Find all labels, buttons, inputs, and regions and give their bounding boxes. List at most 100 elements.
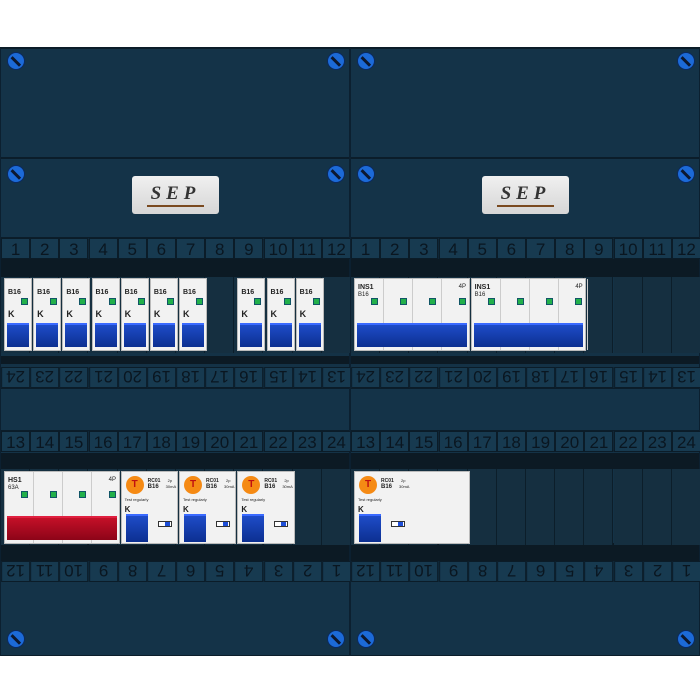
pole-module <box>384 279 414 350</box>
status-indicator <box>108 491 116 498</box>
slot-number: 15 <box>613 367 643 388</box>
device-name: INS1 <box>474 284 491 291</box>
din-rail <box>351 543 699 561</box>
breaker-toggle[interactable] <box>357 323 467 347</box>
test-button[interactable]: T <box>125 476 144 494</box>
slot-number: 8 <box>205 238 235 259</box>
rating-label: 63A <box>8 485 19 491</box>
logo-text: SEP <box>146 183 205 207</box>
slot-number: 1 <box>321 561 351 582</box>
slot-number: 19 <box>526 431 556 452</box>
rating-label: B16 <box>37 289 50 296</box>
slot-number: 20 <box>555 431 585 452</box>
screw-icon[interactable] <box>357 165 375 183</box>
device-name: RC01 <box>381 478 394 484</box>
slot-number: 7 <box>146 561 176 582</box>
trip-switch[interactable] <box>216 521 230 527</box>
test-button[interactable]: T <box>242 476 261 494</box>
slot-number: 21 <box>438 367 468 388</box>
breaker-toggle[interactable] <box>473 323 584 347</box>
slot-number: 18 <box>146 431 176 452</box>
brand-mark: K <box>299 309 307 319</box>
slot-number: 3 <box>409 238 439 259</box>
breaker-toggle[interactable] <box>152 323 175 347</box>
screw-icon[interactable] <box>357 52 375 70</box>
screw-icon[interactable] <box>677 630 695 648</box>
breaker-toggle[interactable] <box>7 516 117 540</box>
brand-mark: K <box>124 505 131 514</box>
test-button[interactable]: T <box>184 476 202 494</box>
breaker-toggle[interactable] <box>36 323 59 347</box>
slot-number: 23 <box>380 367 410 388</box>
slot-number: 3 <box>59 238 89 259</box>
breaker-toggle[interactable] <box>182 323 205 347</box>
breaker-toggle[interactable] <box>359 514 381 542</box>
slot-number: 14 <box>380 431 410 452</box>
rating-label: B16 <box>264 484 276 490</box>
slot-number: 21 <box>88 367 118 388</box>
screw-icon[interactable] <box>357 630 375 648</box>
slot-number: 11 <box>30 561 60 582</box>
screw-icon[interactable] <box>327 630 345 648</box>
breaker-toggle[interactable] <box>298 323 321 347</box>
sensitivity-label: 30mA <box>224 484 235 489</box>
breaker-toggle[interactable] <box>94 323 117 347</box>
test-note: Test regularly <box>124 497 149 502</box>
slot-number: 19 <box>146 367 176 388</box>
breaker-toggle[interactable] <box>184 514 206 542</box>
screw-icon[interactable] <box>327 52 345 70</box>
slot-number: 18 <box>496 431 526 452</box>
screw-icon[interactable] <box>7 630 25 648</box>
screw-icon[interactable] <box>327 165 345 183</box>
status-indicator <box>196 298 203 305</box>
breaker-toggle[interactable] <box>123 323 146 347</box>
slot-number: 5 <box>467 238 497 259</box>
trip-switch[interactable] <box>157 521 172 527</box>
breaker-toggle[interactable] <box>269 323 292 347</box>
screw-icon[interactable] <box>7 52 25 70</box>
rating-label: B16 <box>299 289 313 296</box>
breaker-toggle[interactable] <box>240 323 263 347</box>
device-name: HS1 <box>8 477 22 484</box>
status-indicator <box>79 298 87 305</box>
sensitivity-label: 30mA <box>282 484 293 489</box>
pole-module <box>472 279 501 350</box>
status-indicator <box>400 298 408 305</box>
pole-module <box>530 279 560 350</box>
screw-icon[interactable] <box>7 165 25 183</box>
brand-mark: K <box>37 309 44 319</box>
trip-switch[interactable] <box>391 521 405 527</box>
test-button[interactable]: T <box>359 476 377 494</box>
breaker-toggle[interactable] <box>7 323 30 347</box>
empty-slot <box>613 469 643 545</box>
breaker-toggle[interactable] <box>242 514 265 542</box>
screw-icon[interactable] <box>677 165 695 183</box>
screw-icon[interactable] <box>677 52 695 70</box>
breaker-toggle[interactable] <box>125 514 148 542</box>
trip-switch[interactable] <box>274 521 289 527</box>
breaker-toggle[interactable] <box>65 323 88 347</box>
poles-label: 2p <box>167 478 173 483</box>
sep-logo: SEP <box>482 176 569 214</box>
slot-number: 15 <box>263 367 293 388</box>
rating-label: B16 <box>124 289 138 296</box>
slot-number: 8 <box>117 561 147 582</box>
